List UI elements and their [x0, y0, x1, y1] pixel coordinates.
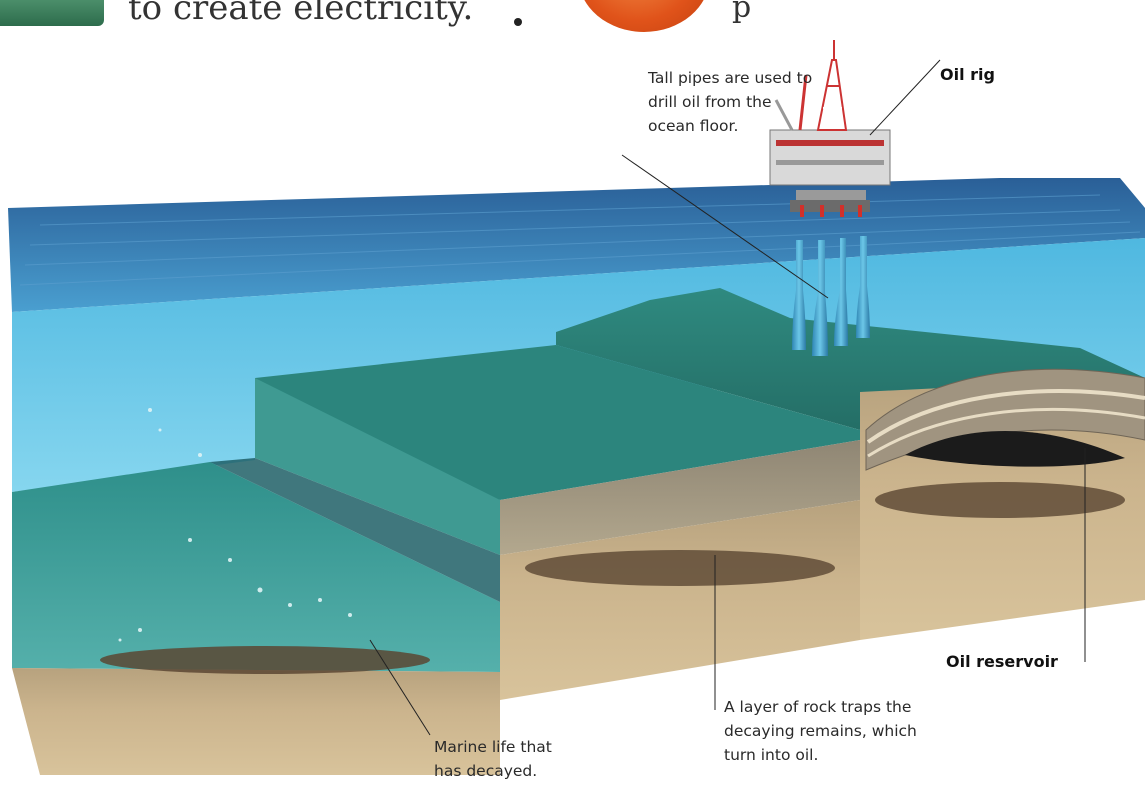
oil-reservoir-shape: [905, 430, 1125, 467]
header-text-left: to create electricity.: [128, 0, 474, 28]
seabed-left: [12, 462, 500, 672]
rock-stripe: [867, 407, 1145, 458]
rock-middle: [500, 440, 860, 555]
label-oil-reservoir: Oil reservoir: [946, 652, 1058, 671]
soil-left: [12, 668, 500, 775]
label-oil-rig: Oil rig: [940, 65, 995, 84]
leader-lines: [369, 59, 1086, 736]
bubbles: [118, 408, 352, 642]
decay-layer-right: [875, 482, 1125, 518]
label-drill-pipes: Tall pipes are used to drill oil from th…: [648, 69, 813, 135]
bullet-dot: [514, 18, 522, 26]
soil-middle: [500, 500, 860, 700]
drill-pipes: [792, 236, 870, 356]
decay-layer-left: [100, 646, 430, 674]
seabed-middle-front: [255, 378, 500, 555]
decay-layer-middle: [525, 550, 835, 586]
thumbnail-image-edge: [0, 0, 104, 26]
label-marine-life: Marine life that has decayed.: [434, 738, 552, 780]
seabed-left-shadow: [210, 458, 500, 602]
sea-waves: [19, 194, 1141, 286]
label-rock-layer: A layer of rock traps the decaying remai…: [724, 698, 917, 764]
header-text-right: p: [732, 0, 752, 25]
oil-rig: [769, 40, 891, 217]
rock-stripe: [866, 389, 1145, 444]
